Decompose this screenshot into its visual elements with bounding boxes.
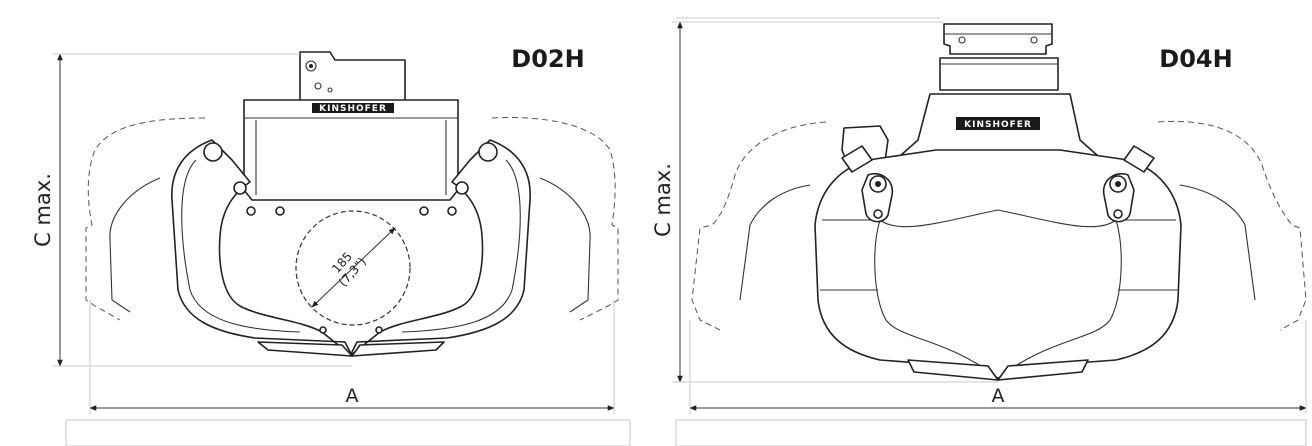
d02h-open-jaw-right [491, 117, 619, 321]
d04h-open-jaw-left [691, 121, 827, 331]
d02h-jaw-left-inner [181, 159, 301, 333]
d04h-drawing: KINSHOFER C max. A D0 [651, 17, 1307, 446]
d02h-open-jaw-left-inner [109, 177, 161, 313]
d02h-housing [243, 99, 459, 201]
d04h-open-jaw-right [1157, 120, 1307, 331]
d02h-top-mount [299, 51, 406, 103]
d04h-rotator-body [939, 57, 1059, 91]
d02h-height-label: C max. [31, 173, 55, 247]
d02h-jaw-left [171, 139, 353, 357]
d04h-model-title: D04H [1159, 45, 1232, 73]
d04h-width-label: A [992, 385, 1005, 407]
d02h-jaw-right-inner [401, 159, 521, 333]
d02h-width-label: A [346, 385, 359, 407]
d02h-cutting-edge-right [351, 341, 445, 357]
d04h-open-jaw-right-inner [1179, 184, 1256, 301]
d02h-open-jaw-right-inner [539, 177, 591, 313]
d02h-drawing: KINSHOFER 185 (7,3") C max. [31, 45, 631, 446]
d02h-pivot-right [478, 142, 498, 162]
d04h-brand-plate [956, 117, 1040, 130]
d04h-cutting-edge-right [997, 359, 1089, 381]
d02h-log-diameter-circle [295, 210, 411, 326]
d04h-brand-plate-text: KINSHOFER [964, 120, 1032, 130]
d04h-open-jaw-left-inner [739, 184, 811, 301]
d04h-inner-opening [874, 209, 1122, 379]
d02h-caption-box [65, 419, 631, 446]
d02h-jaw-right [349, 139, 531, 357]
d04h-rotator-top [943, 23, 1053, 55]
d02h-brand-plate-text: KINSHOFER [319, 104, 387, 114]
d02h-log-diameter-line [311, 227, 396, 308]
d02h-open-jaw-left [85, 117, 206, 321]
d04h-caption-box [675, 419, 1307, 446]
d02h-cutting-edge-left [257, 341, 353, 357]
d02h-model-title: D02H [511, 45, 584, 73]
d02h-brand-plate [312, 103, 394, 113]
d04h-height-label: C max. [651, 163, 675, 237]
d02h-pivot-left [203, 142, 223, 162]
